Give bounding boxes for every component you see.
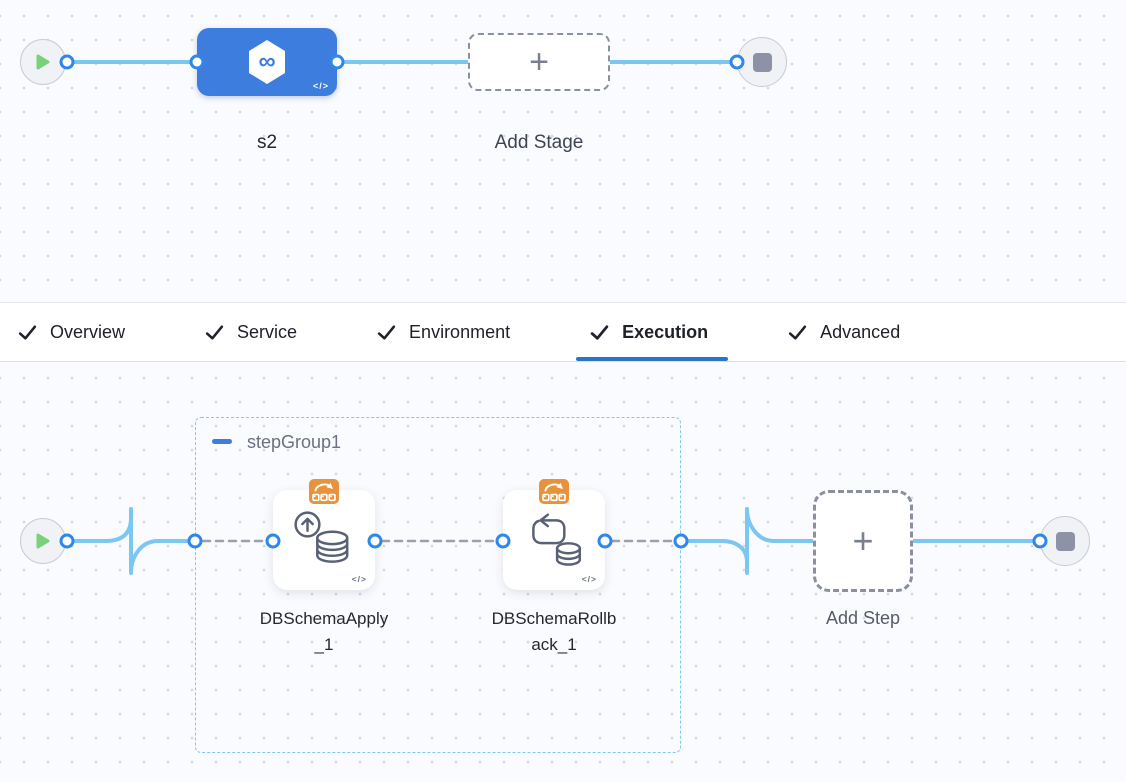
stage-pipeline-canvas: ∞ </> + s2 Add Stage xyxy=(0,0,1126,302)
port[interactable] xyxy=(329,54,345,70)
check-icon xyxy=(377,324,396,340)
plus-icon: + xyxy=(529,42,549,81)
add-stage-label: Add Stage xyxy=(494,132,584,153)
db-schema-apply-icon xyxy=(294,511,349,563)
infinity-glyph: ∞ xyxy=(258,48,276,75)
tab-advanced[interactable]: Advanced xyxy=(788,303,900,361)
aws-cloudformation-badge-icon xyxy=(539,479,569,504)
port[interactable] xyxy=(59,533,75,549)
step-name-label: DBSchemaApply_1 xyxy=(259,609,389,655)
port[interactable] xyxy=(729,54,745,70)
add-step-button[interactable]: + xyxy=(813,490,913,592)
code-view-icon[interactable]: </> xyxy=(312,81,329,91)
tab-execution[interactable]: Execution xyxy=(576,303,729,361)
pipeline-start-node[interactable] xyxy=(20,39,66,85)
port[interactable] xyxy=(59,54,75,70)
code-view-icon[interactable]: </> xyxy=(581,574,597,584)
stop-icon xyxy=(1055,531,1075,551)
check-icon xyxy=(788,324,807,340)
step-node-dbschemaapply[interactable]: </> xyxy=(273,490,375,590)
stop-icon xyxy=(752,52,772,72)
step-group-container[interactable] xyxy=(195,417,681,753)
execution-end-node[interactable] xyxy=(1040,516,1090,566)
step-name-label: DBSchemaRollback_1 xyxy=(491,609,617,655)
execution-start-node[interactable] xyxy=(20,518,66,564)
play-icon xyxy=(36,54,50,70)
stage-node-s2[interactable]: ∞ </> xyxy=(197,28,337,96)
stage-name-label: s2 xyxy=(256,132,278,153)
play-icon xyxy=(36,533,50,549)
execution-graph-canvas: stepGroup1 </> xyxy=(0,362,1126,782)
check-icon xyxy=(590,324,609,340)
check-icon xyxy=(18,324,37,340)
collapse-step-group-button[interactable] xyxy=(212,439,232,444)
port[interactable] xyxy=(1032,533,1048,549)
port[interactable] xyxy=(597,533,613,549)
check-icon xyxy=(205,324,224,340)
port[interactable] xyxy=(187,533,203,549)
tab-overview[interactable]: Overview xyxy=(18,303,125,361)
tab-service[interactable]: Service xyxy=(205,303,297,361)
pipeline-end-node[interactable] xyxy=(737,37,787,87)
stage-config-tabbar: Overview Service Environment Execution A… xyxy=(0,302,1126,362)
port[interactable] xyxy=(367,533,383,549)
step-group-name-label: stepGroup1 xyxy=(247,432,342,452)
db-schema-rollback-icon xyxy=(532,513,582,566)
code-view-icon[interactable]: </> xyxy=(351,574,367,584)
add-step-label: Add Step xyxy=(825,608,901,628)
aws-cloudformation-badge-icon xyxy=(309,479,339,504)
step-node-dbschemarollback[interactable]: </> xyxy=(503,490,605,590)
add-stage-button[interactable]: + xyxy=(468,33,610,91)
harness-cd-icon: ∞ xyxy=(249,40,285,84)
port[interactable] xyxy=(265,533,281,549)
port[interactable] xyxy=(189,54,205,70)
tab-environment[interactable]: Environment xyxy=(377,303,510,361)
port[interactable] xyxy=(495,533,511,549)
port[interactable] xyxy=(673,533,689,549)
plus-icon: + xyxy=(852,520,874,561)
